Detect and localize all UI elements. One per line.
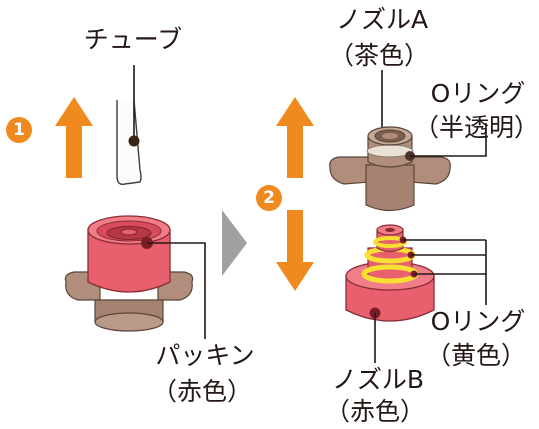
step-2-badge: 2 <box>256 185 282 211</box>
nozzle-b-label: ノズルB <box>331 365 425 394</box>
oring-bottom-desc-label: （黄色） <box>425 341 526 370</box>
down-arrow-icon <box>276 210 314 291</box>
up-arrow-icon <box>55 97 93 178</box>
nozzle-b-illustration <box>345 224 487 363</box>
oring-top-label: Oリング <box>430 79 526 108</box>
packing-label: パッキン <box>155 341 255 370</box>
step-1-badge: 1 <box>6 117 32 143</box>
next-triangle-icon <box>222 210 247 276</box>
nozzle-a-label: ノズルA <box>335 5 429 34</box>
nozzle-a-illustration <box>329 70 487 212</box>
tube-label: チューブ <box>83 25 183 54</box>
tube-illustration <box>116 65 142 186</box>
packing-color-label: （赤色） <box>151 377 252 406</box>
up-arrow-icon <box>276 97 314 178</box>
nozzle-b-color-label: （赤色） <box>324 397 425 426</box>
oring-top-desc-label: （半透明） <box>414 113 539 142</box>
oring-bottom-label: Oリング <box>430 307 526 336</box>
packing-illustration <box>64 215 206 339</box>
nozzle-a-color-label: （茶色） <box>328 41 429 70</box>
